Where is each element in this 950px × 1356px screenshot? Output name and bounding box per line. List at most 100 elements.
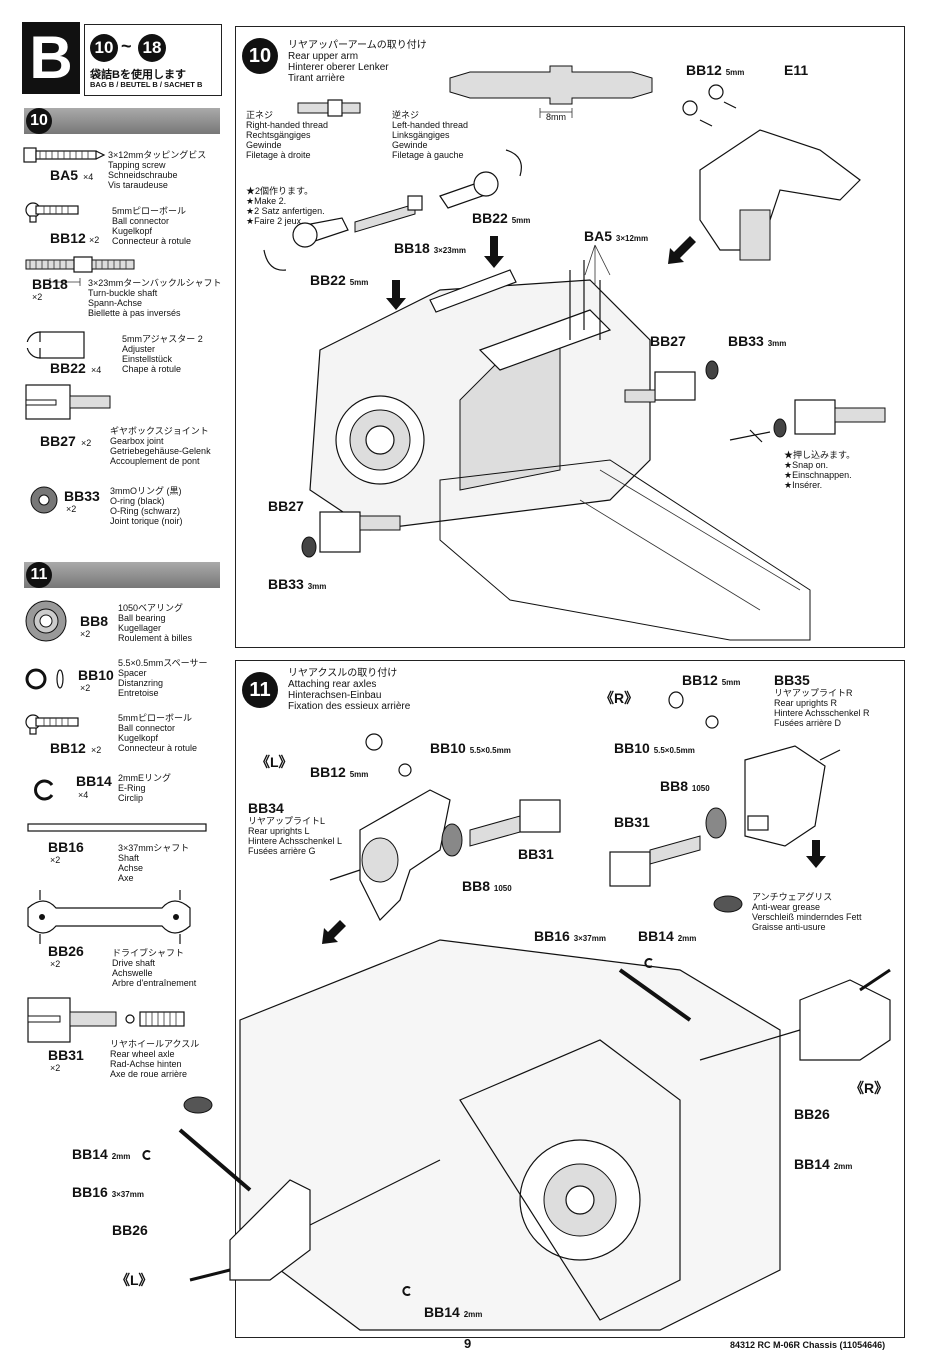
step11-panel <box>235 660 905 1338</box>
part-id-bb31: BB31 <box>48 1047 84 1063</box>
part-qty-ba5: ×4 <box>83 172 94 182</box>
part-qty-bb26: ×2 <box>50 959 61 969</box>
s10-e11: E11 <box>784 62 809 78</box>
part-qty-bb31: ×2 <box>50 1063 61 1073</box>
part-id-bb33: BB33 <box>64 488 100 504</box>
bag-letter-box: B <box>22 22 80 94</box>
ball-connector-icon <box>25 202 79 223</box>
part-qty-bb16: ×2 <box>50 855 61 865</box>
s11-bb10R: BB10 5.5×0.5mm <box>614 740 695 756</box>
part-desc-bb18: 3×23mmターンバックルシャフト Turn-buckle shaft Span… <box>88 278 222 318</box>
part-desc-bb33: 3mmOリング (黒) O-ring (black) O-Ring (schwa… <box>110 486 183 526</box>
part-qty-bb18: ×2 <box>32 292 43 302</box>
part-qty-bb12: ×2 <box>89 235 100 245</box>
part-qty-bb33: ×2 <box>66 504 77 514</box>
step11-badge: 11 <box>242 672 278 708</box>
part-qty-bb8: ×2 <box>80 629 91 639</box>
drive-shaft-icon <box>27 890 191 944</box>
s10-bb27a: BB27 <box>650 333 686 349</box>
part-desc-bb14: 2mmEリング E-Ring Circlip <box>118 773 172 803</box>
s11-bb34: BB34 <box>248 800 284 816</box>
adjuster-icon <box>26 331 85 359</box>
part-desc-ba5: 3×12mmタッピングビス Tapping screw Schneidschra… <box>108 150 207 190</box>
s10-bb18: BB18 3×23mm <box>394 240 466 256</box>
e-ring-icon <box>34 779 54 801</box>
s11-bb12R: BB12 5mm <box>682 672 741 688</box>
o-ring-icon <box>30 486 58 514</box>
right-thread-note: 正ネジ Right-handed thread Rechtsgängiges G… <box>246 110 329 160</box>
part-desc-bb26: ドライブシャフト Drive shaft Achswelle Arbre d'e… <box>112 948 197 988</box>
shaft-icon <box>27 823 207 832</box>
ball-connector-icon-2 <box>25 714 79 735</box>
part-desc-bb27: ギヤボックスジョイント Gearbox joint Getriebegehäus… <box>110 426 211 466</box>
part-desc-bb10: 5.5×0.5mmスペーサー Spacer Distanzring Entret… <box>118 658 208 698</box>
bb34-desc: リヤアップライトL Rear uprights L Hintere Achssc… <box>248 816 343 856</box>
s11-bb14R2: BB14 2mm <box>794 1156 853 1172</box>
step10-panel <box>235 26 905 648</box>
part-id-bb18: BB18 <box>32 276 68 292</box>
s11-bb26L: BB26 <box>112 1222 148 1238</box>
s10-bb12: BB12 5mm <box>686 62 745 78</box>
step10-sidebar-badge: 10 <box>26 108 52 134</box>
part-desc-bb22: 5mmアジャスター 2 Adjuster Einstellstück Chape… <box>122 334 203 374</box>
part-id-bb16: BB16 <box>48 839 84 855</box>
sidebar-part-icons <box>23 147 207 1043</box>
step11-bar <box>24 562 220 588</box>
step10-title: リヤアッパーアームの取り付け Rear upper arm Hinterer o… <box>288 40 427 84</box>
step-from-badge: 10 <box>90 34 118 62</box>
s10-bb22a: BB22 5mm <box>472 210 531 226</box>
step11-title: リヤアクスルの取り付け Attaching rear axles Hintera… <box>288 668 411 712</box>
bag-line-text: BAG B / BEUTEL B / SACHET B <box>90 80 203 89</box>
s10-bb22b: BB22 5mm <box>310 272 369 288</box>
part-id-ba5: BA5 <box>50 167 79 183</box>
part-desc-bb8: 1050ベアリング Ball bearing Kugellager Roulem… <box>118 603 193 643</box>
s11-R2: 《R》 <box>850 1080 889 1096</box>
s11-bb14R: BB14 2mm <box>638 928 697 944</box>
snap-note: ★押し込みます。 ★Snap on. ★Einschnappen. ★Insér… <box>784 450 856 490</box>
s11-bb8R: BB8 1050 <box>660 778 710 794</box>
s10-ba5: BA5 3×12mm <box>584 228 649 244</box>
s11-bb14L: BB14 2mm <box>72 1146 131 1162</box>
page-number: 9 <box>464 1336 472 1351</box>
part-qty-bb12-11: ×2 <box>91 745 102 755</box>
step10-bar <box>24 108 220 134</box>
part-id-bb26: BB26 <box>48 943 84 959</box>
part-id-bb14: BB14 <box>76 773 112 789</box>
grease-note: アンチウェアグリス Anti-wear grease Verschleiß mi… <box>752 892 862 932</box>
s11-R1: 《R》 <box>600 690 639 706</box>
s11-bb16L: BB16 3×37mm <box>72 1184 144 1200</box>
part-qty-bb14: ×4 <box>78 790 89 800</box>
step-range-tilde: ~ <box>121 36 132 56</box>
part-qty-bb22: ×4 <box>91 365 102 375</box>
s10-bb33b: BB33 3mm <box>268 576 327 592</box>
part-id-bb8: BB8 <box>80 613 109 629</box>
s11-L2: 《L》 <box>116 1272 153 1288</box>
s11-bb26R: BB26 <box>794 1106 830 1122</box>
s11-bb31R: BB31 <box>614 814 650 830</box>
dim-8mm: 8mm <box>546 112 566 122</box>
part-desc-bb12-11: 5mmピローボール Ball connector Kugelkopf Conne… <box>118 713 198 753</box>
step11-sidebar-badge: 11 <box>26 562 52 588</box>
make2-note: ★2個作ります。 ★Make 2. ★2 Satz anfertigen. ★F… <box>246 186 325 226</box>
step-to-badge: 18 <box>138 34 166 62</box>
s11-L1: 《L》 <box>256 754 293 770</box>
s11-bb10L: BB10 5.5×0.5mm <box>430 740 511 756</box>
s11-bb16R: BB16 3×37mm <box>534 928 606 944</box>
left-thread-note: 逆ネジ Left-handed thread Linksgängiges Gew… <box>392 110 469 160</box>
part-id-bb12-11: BB12 <box>50 740 86 756</box>
s11-bb8L: BB8 1050 <box>462 878 512 894</box>
part-id-bb22: BB22 <box>50 360 86 376</box>
part-id-bb12: BB12 <box>50 230 86 246</box>
part-qty-bb27: ×2 <box>81 438 92 448</box>
part-qty-bb10: ×2 <box>80 683 91 693</box>
ball-bearing-icon <box>25 600 67 642</box>
s11-bb35: BB35 <box>774 672 810 688</box>
s11-bb14L2: BB14 2mm <box>424 1304 483 1320</box>
s10-bb27b: BB27 <box>268 498 304 514</box>
turnbuckle-shaft-icon <box>25 256 135 286</box>
part-id-bb10: BB10 <box>78 667 114 683</box>
part-id-bb27: BB27 <box>40 433 76 449</box>
step10-badge: 10 <box>242 38 278 74</box>
